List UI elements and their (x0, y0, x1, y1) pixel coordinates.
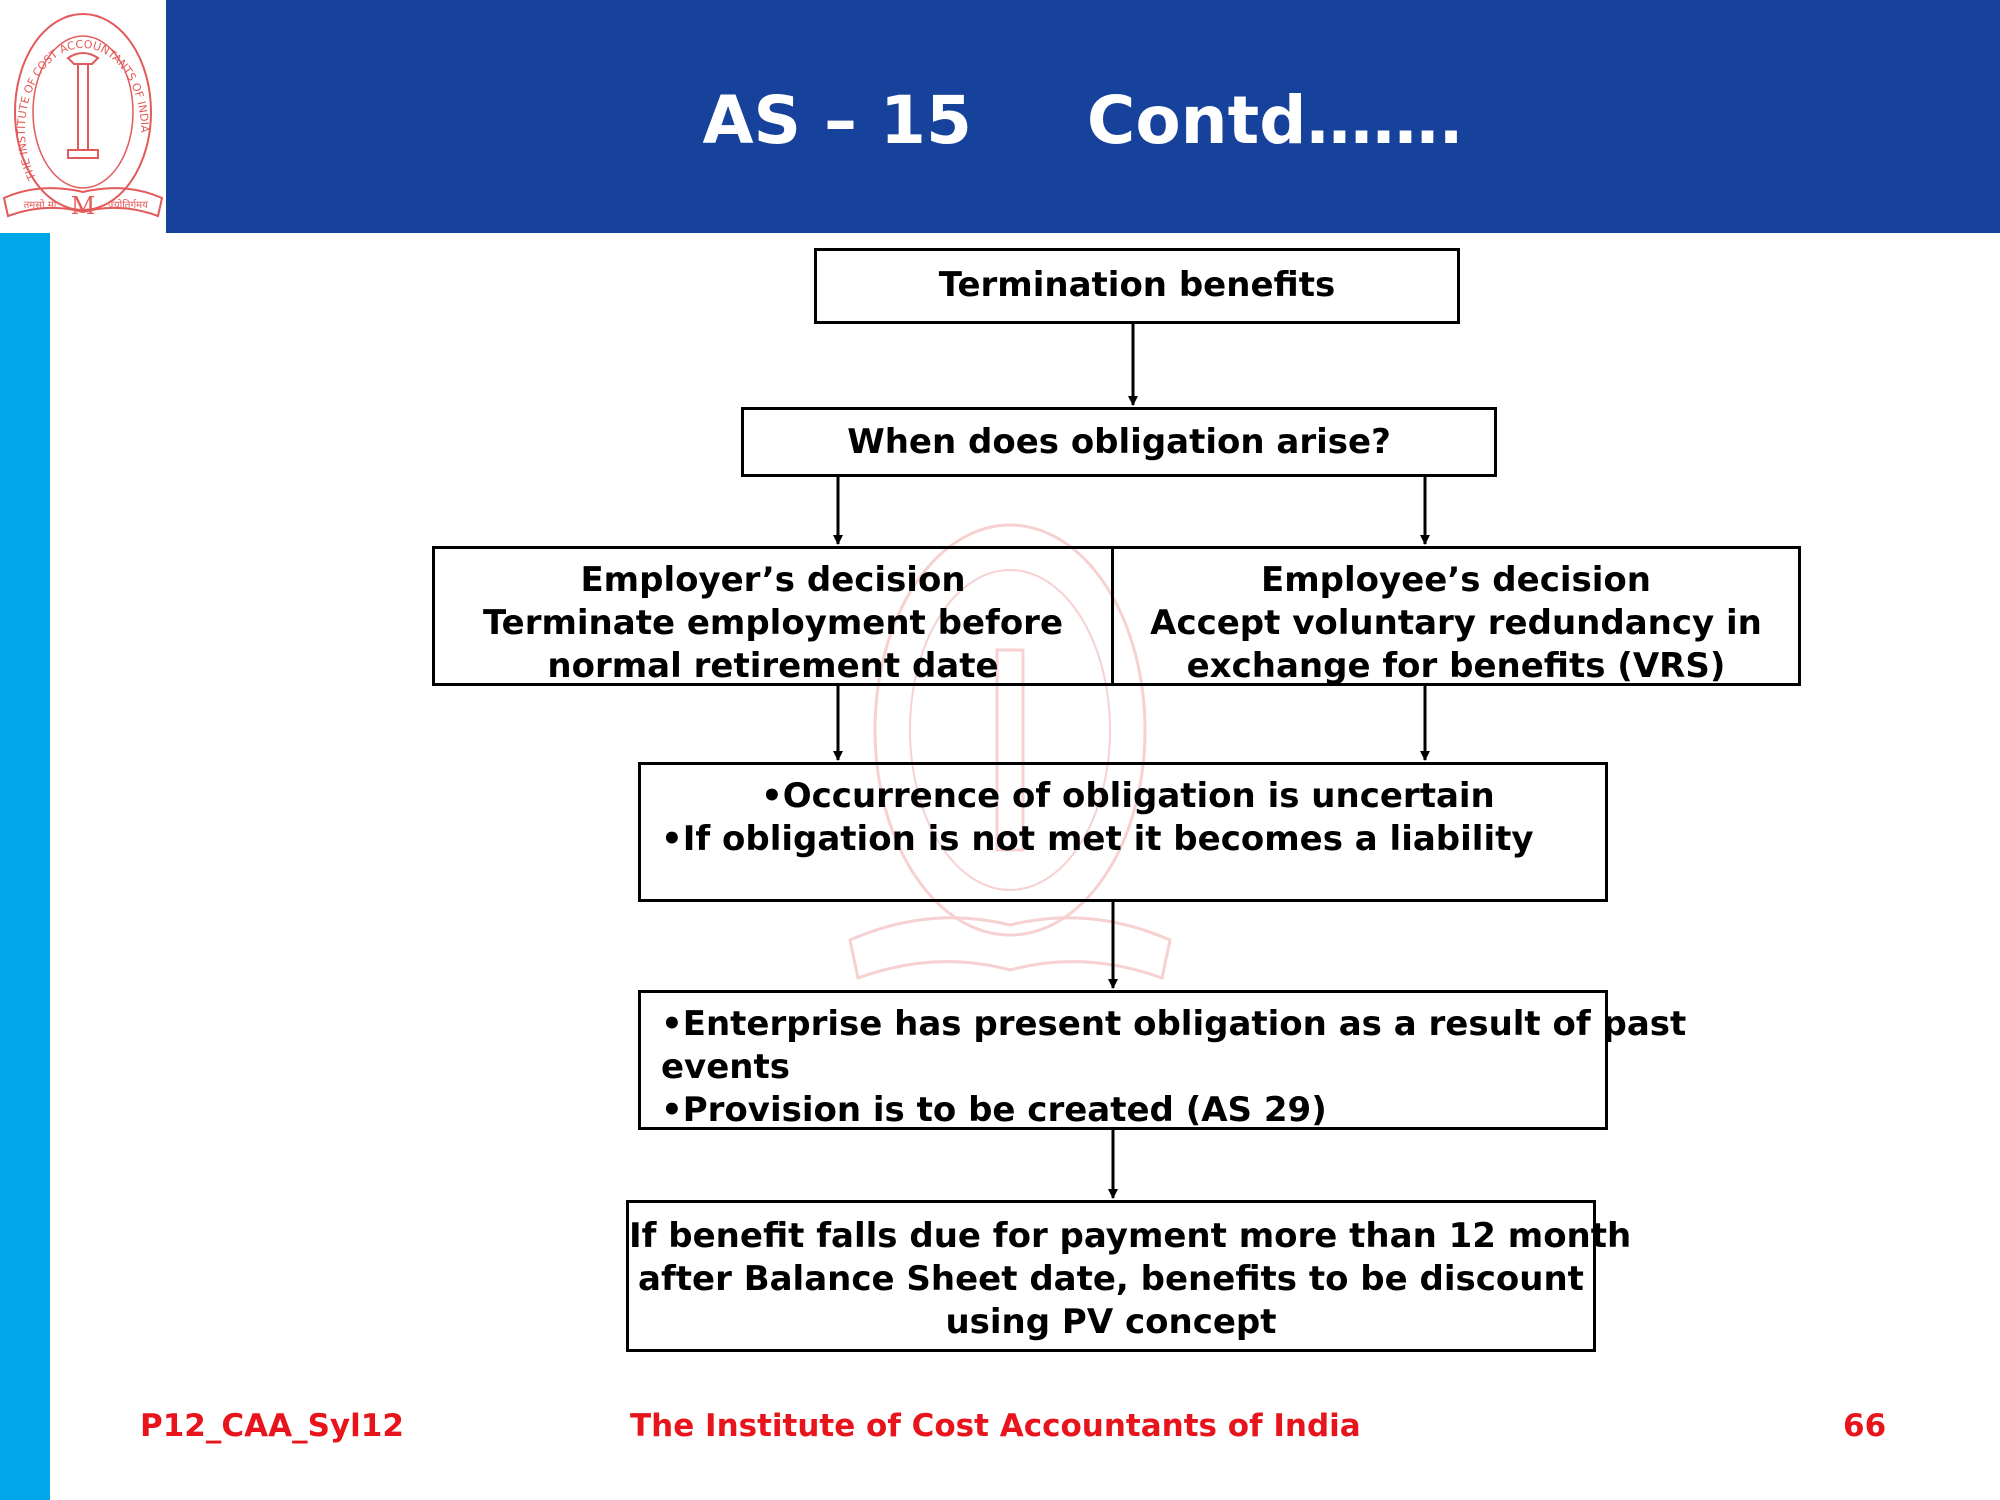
employee-line2: exchange for benefits (VRS) (1186, 646, 1726, 686)
title-bar (166, 0, 2000, 233)
logo-motto-right: ज्योतिर्गमय (108, 199, 148, 211)
present-line1: •Enterprise has present obligation as a … (661, 1004, 1687, 1044)
side-accent-bar (0, 233, 50, 1500)
employer-heading: Employer’s decision (580, 560, 966, 600)
employer-line2: normal retirement date (547, 646, 999, 686)
uncertain-line1: •Occurrence of obligation is uncertain (761, 776, 1495, 816)
logo-monogram: M (71, 192, 96, 220)
box-employee-decision: Employee’s decision Accept voluntary red… (1111, 546, 1801, 686)
institute-logo-icon: THE INSTITUTE OF COST ACCOUNTANTS OF IND… (2, 13, 164, 220)
box-pv-discount: If benefit falls due for payment more th… (626, 1200, 1632, 1352)
employee-line1: Accept voluntary redundancy in (1150, 603, 1762, 643)
box-obligation-uncertain: •Occurrence of obligation is uncertain •… (638, 762, 1608, 902)
employee-heading: Employee’s decision (1261, 560, 1651, 600)
employer-line1: Terminate employment before (482, 603, 1064, 643)
footer-institute-name: The Institute of Cost Accountants of Ind… (630, 1408, 1361, 1444)
discount-line2: after Balance Sheet date, benefits to be… (638, 1259, 1584, 1299)
uncertain-line2: •If obligation is not met it becomes a l… (661, 819, 1534, 859)
discount-line1: If benefit falls due for payment more th… (629, 1216, 1632, 1256)
present-line3: •Provision is to be created (AS 29) (661, 1090, 1327, 1130)
box-present-obligation: •Enterprise has present obligation as a … (638, 990, 1687, 1130)
box-employer-decision: Employer’s decision Terminate employment… (432, 546, 1114, 686)
slide-title: AS – 15 Contd……. (166, 70, 2000, 170)
title-main: AS – 15 (702, 81, 972, 159)
footer-page-number: 66 (1843, 1408, 1887, 1444)
box-obligation-question: When does obligation arise? (741, 407, 1497, 477)
termination-label: Termination benefits (938, 265, 1336, 305)
institute-logo: THE INSTITUTE OF COST ACCOUNTANTS OF IND… (0, 0, 166, 233)
footer-course-code: P12_CAA_Syl12 (140, 1408, 404, 1444)
discount-line3: using PV concept (945, 1302, 1277, 1342)
question-label: When does obligation arise? (847, 422, 1391, 462)
watermark-logo-icon (848, 523, 1172, 980)
logo-motto-left: तमसो मा (24, 199, 57, 211)
present-line2: events (661, 1047, 790, 1087)
box-termination-benefits: Termination benefits (814, 248, 1460, 324)
title-contd: Contd……. (1086, 81, 1464, 159)
